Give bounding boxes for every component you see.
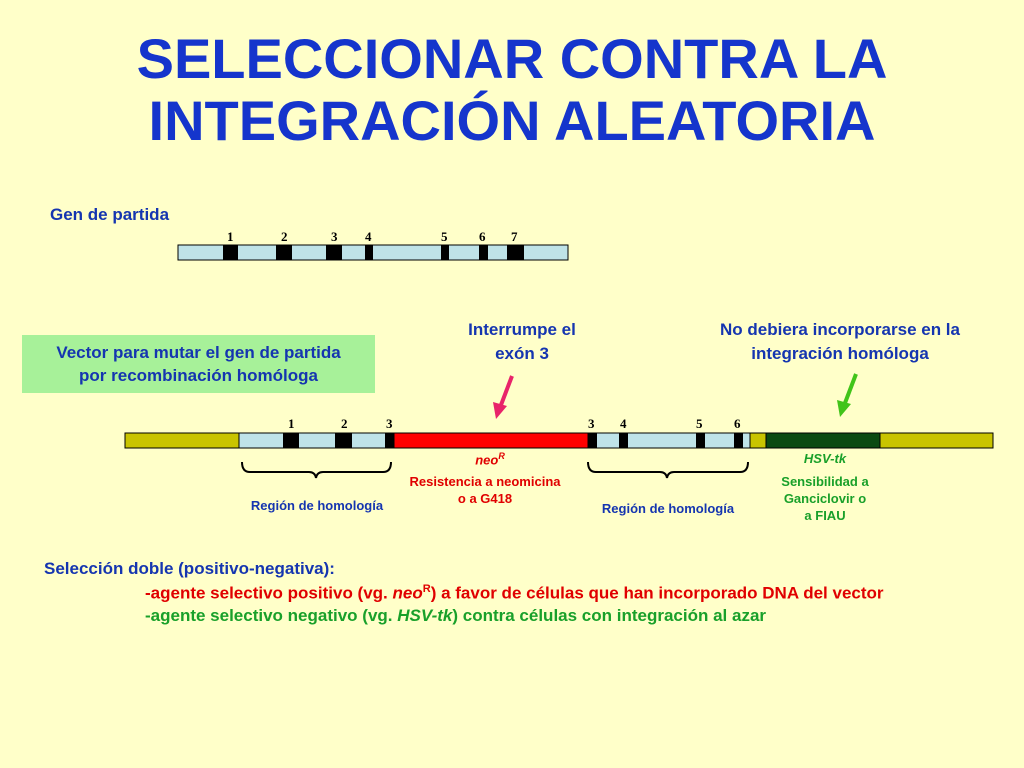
homology-label-right: Región de homología	[601, 501, 735, 516]
interrupt-line-2: exón 3	[495, 344, 549, 363]
hsv-desc-line-2: Ganciclovir o	[783, 491, 867, 506]
gene-exon-5	[441, 245, 449, 260]
neo-label: neoR	[465, 451, 515, 467]
vector-exon-number: 1	[288, 416, 295, 431]
homology-label-left: Región de homología	[250, 498, 384, 513]
vector-exon-6	[734, 433, 743, 448]
gene-exon-4	[365, 245, 373, 260]
pos-post: ) a favor de células que han incorporado…	[430, 583, 884, 603]
neg-post: ) contra células con integración al azar	[452, 606, 767, 625]
title-line-2: INTEGRACIÓN ALEATORIA	[148, 89, 876, 152]
neg-gene: HSV-tk	[397, 606, 453, 625]
vector-exon-3b	[588, 433, 597, 448]
gene-exon-number: 3	[331, 229, 338, 244]
selection-positive: -agente selectivo positivo (vg. neoR) a …	[145, 583, 884, 604]
hsv-desc-line-3: a FIAU	[804, 508, 846, 523]
neo-cassette	[393, 432, 589, 449]
vector-spacer	[749, 432, 767, 449]
pos-sup: R	[422, 583, 431, 595]
vector-exon-2	[335, 433, 352, 448]
vector-description-box: Vector para mutar el gen de partida por …	[22, 335, 375, 393]
vector-exon-number: 3	[386, 416, 393, 431]
green-arrow	[837, 373, 858, 417]
vector-homology-right	[587, 432, 751, 449]
homology-brace-left	[241, 461, 392, 479]
pos-pre: -agente selectivo positivo (vg.	[145, 583, 393, 603]
interrupt-line-1: Interrumpe el	[468, 320, 576, 339]
vector-exon-number: 5	[696, 416, 703, 431]
vector-arm-right	[879, 432, 994, 449]
selection-heading: Selección doble (positivo-negativa):	[44, 559, 335, 578]
vector-exon-number: 4	[620, 416, 627, 431]
title-line-1: SELECCIONAR CONTRA LA	[136, 27, 888, 90]
pos-gene: neo	[392, 583, 423, 603]
noinc-line-2: integración homóloga	[751, 344, 929, 363]
hsv-tk-description: Sensibilidad a Ganciclovir o a FIAU	[765, 473, 885, 524]
vector-homology-left	[238, 432, 395, 449]
neg-pre: -agente selectivo negativo (vg.	[145, 606, 398, 625]
gene-exon-number: 1	[227, 229, 234, 244]
gene-exon-6	[479, 245, 488, 260]
gene-label: Gen de partida	[50, 205, 170, 224]
gene-exon-3	[326, 245, 342, 260]
gene-exon-number: 2	[281, 229, 288, 244]
vector-exon-number: 6	[734, 416, 741, 431]
gene-exon-number: 4	[365, 229, 372, 244]
gene-exon-number: 6	[479, 229, 486, 244]
gene-exon-2	[276, 245, 292, 260]
vector-box-line-2: por recombinación homóloga	[79, 366, 318, 385]
noinc-line-1: No debiera incorporarse en la	[720, 320, 960, 339]
no-incorporation-annotation: No debiera incorporarse en la integració…	[680, 318, 1000, 366]
gene-exon-number: 5	[441, 229, 448, 244]
vector-exon-5	[696, 433, 705, 448]
vector-exon-4	[619, 433, 628, 448]
gene-exon-1	[223, 245, 238, 260]
vector-box-line-1: Vector para mutar el gen de partida	[56, 343, 341, 362]
vector-exon-number: 2	[341, 416, 348, 431]
interrupt-annotation: Interrumpe el exón 3	[432, 318, 612, 366]
hsv-tk-label: HSV-tk	[803, 451, 847, 466]
selection-negative: -agente selectivo negativo (vg. HSV-tk) …	[145, 606, 766, 626]
gene-exon-7	[507, 245, 524, 260]
vector-exon-3a	[385, 433, 394, 448]
vector-exon-number: 3	[588, 416, 595, 431]
red-arrow	[493, 375, 514, 419]
hsv-desc-line-1: Sensibilidad a	[781, 474, 869, 489]
gene-exon-number: 7	[511, 229, 518, 244]
neo-name: neo	[475, 452, 499, 468]
neo-description: Resistencia a neomicina o a G418	[395, 473, 575, 507]
vector-arm-left	[124, 432, 240, 449]
homology-brace-right	[587, 461, 749, 479]
neo-desc-line-2: o a G418	[457, 491, 513, 506]
hsv-tk-cassette	[765, 432, 881, 449]
page-title: SELECCIONAR CONTRA LA INTEGRACIÓN ALEATO…	[0, 28, 1024, 152]
neo-superscript: R	[498, 451, 505, 461]
neo-desc-line-1: Resistencia a neomicina	[409, 474, 561, 489]
vector-exon-1	[283, 433, 299, 448]
